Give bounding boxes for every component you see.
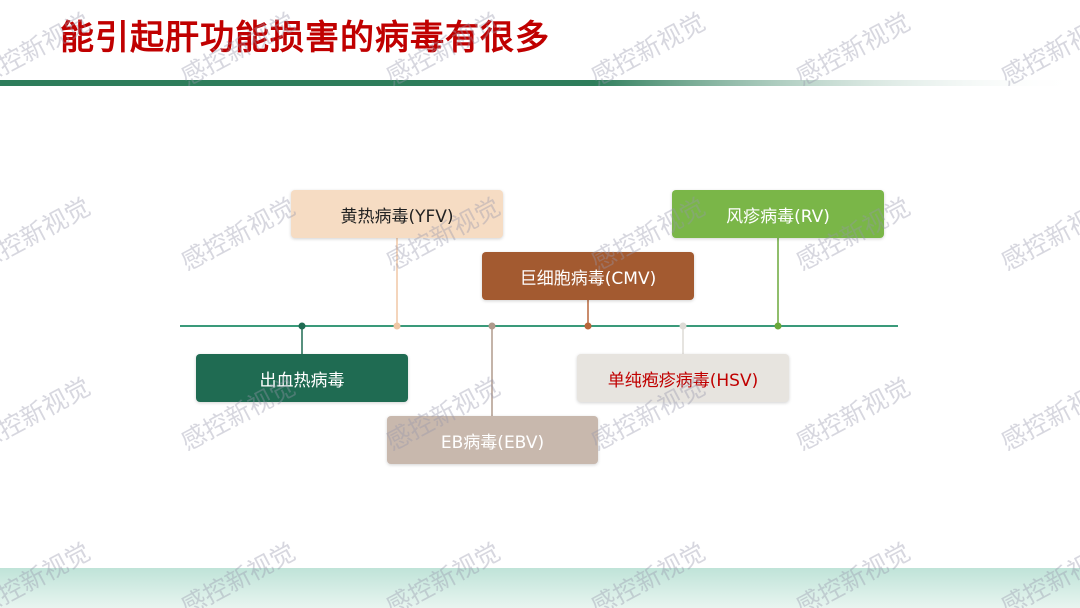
footer-band [0,568,1080,608]
virus-node-label: EB病毒(EBV) [440,432,545,453]
timeline-dot-rv [774,322,782,330]
header-rule [0,80,1080,86]
timeline-dot-hf [298,322,306,330]
timeline-dot-ebv [488,322,496,330]
virus-node-label: 黄热病毒(YFV) [340,206,454,227]
timeline-dot-cmv [584,322,592,330]
virus-node-cmv: 巨细胞病毒(CMV) [482,252,694,300]
virus-node-label: 风疹病毒(RV) [726,206,830,227]
virus-node-hf: 出血热病毒 [196,354,408,402]
virus-node-yfv: 黄热病毒(YFV) [291,190,503,238]
virus-node-hsv: 单纯疱疹病毒(HSV) [577,354,789,402]
virus-node-label: 单纯疱疹病毒(HSV) [607,370,759,391]
virus-node-label: 巨细胞病毒(CMV) [519,268,657,289]
virus-node-label: 出血热病毒 [259,370,345,391]
slide-title: 能引起肝功能损害的病毒有很多 [60,18,550,58]
virus-node-rv: 风疹病毒(RV) [672,190,884,238]
timeline-dot-hsv [679,322,687,330]
timeline-dot-yfv [393,322,401,330]
virus-node-ebv: EB病毒(EBV) [387,416,598,464]
